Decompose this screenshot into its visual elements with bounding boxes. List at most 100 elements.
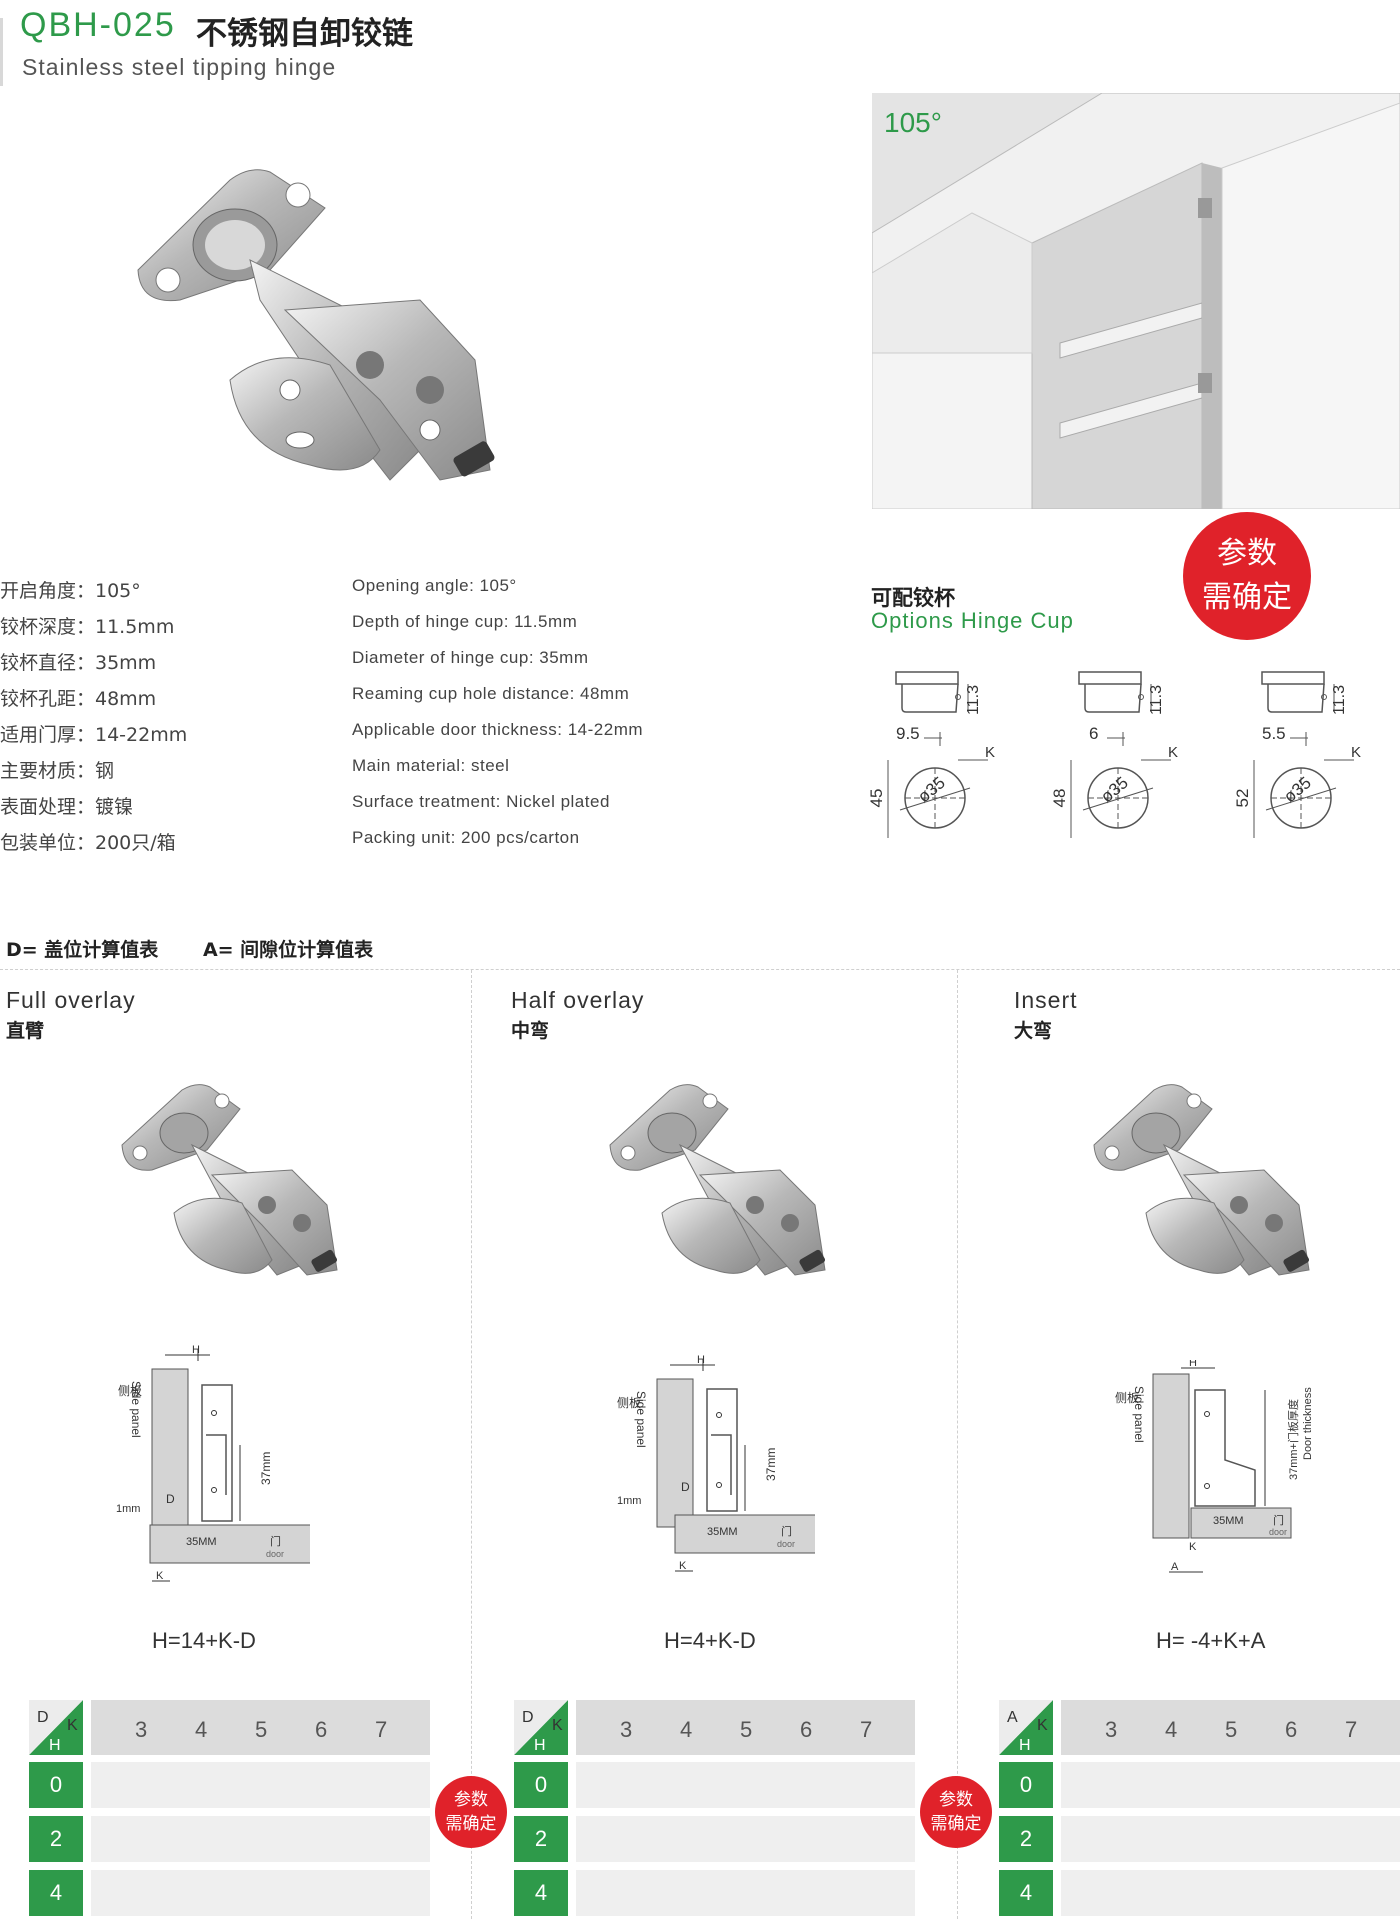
diagram-gap-label: 1mm xyxy=(116,1503,140,1515)
spec-cn-item: 适用门厚：14-22mm xyxy=(0,724,188,746)
diagram-side-cn: 侧板 xyxy=(1115,1391,1139,1405)
cup-options-title-cn: 可配铰杯 xyxy=(871,586,955,610)
h-value: 4 xyxy=(514,1870,568,1916)
h-value: 0 xyxy=(514,1762,568,1808)
formula-half-overlay: H=4+K-D xyxy=(664,1628,756,1653)
hinge-cup-option-2: 11.3 6 K ø35 48 xyxy=(1050,671,1178,838)
cup-distance-label: 48 xyxy=(1050,789,1069,808)
corner-a-label: A xyxy=(1007,1709,1018,1726)
insert-install-diagram: H Side panel 侧板 37mm+门板厚度 Door thickness… xyxy=(1115,1360,1314,1573)
diagram-gap-label: 1mm xyxy=(617,1495,641,1507)
cup-offset-label: 6 xyxy=(1089,724,1098,743)
cup-offset-label: 9.5 xyxy=(896,724,920,743)
k-value: 7 xyxy=(860,1717,873,1742)
diagram-dim-label: 37mm xyxy=(764,1448,778,1481)
table-row xyxy=(576,1762,915,1808)
column-title-cn: 大弯 xyxy=(1014,1020,1053,1042)
cup-depth-label: 11.3 xyxy=(1148,685,1165,715)
diagram-k-label: K xyxy=(1189,1541,1197,1553)
table-row xyxy=(576,1870,915,1916)
spec-en-item: Packing unit: 200 pcs/carton xyxy=(352,828,580,847)
h-value: 0 xyxy=(999,1762,1053,1808)
cup-offset-label: 5.5 xyxy=(1262,724,1286,743)
cup-depth-label: 11.3 xyxy=(1331,685,1348,715)
k-value: 7 xyxy=(375,1717,388,1742)
k-value: 3 xyxy=(1105,1717,1118,1742)
k-value: 3 xyxy=(620,1717,633,1742)
spec-en-item: Main material: steel xyxy=(352,756,510,775)
diagram-door-en: door xyxy=(266,1549,284,1559)
k-value: 5 xyxy=(1225,1717,1238,1742)
diagram-cup-label: 35MM xyxy=(186,1536,217,1548)
h-value: 0 xyxy=(29,1762,83,1808)
table-corner: A K H xyxy=(999,1700,1053,1755)
half-overlay-hinge-photo xyxy=(609,1084,826,1276)
specs-cn: 开启角度：105° 铰杯深度：11.5mm 铰杯直径：35mm 铰杯孔距：48m… xyxy=(0,576,187,864)
spec-en-item: Diameter of hinge cup: 35mm xyxy=(352,648,589,667)
cup-diameter-label: ø35 xyxy=(1280,773,1315,806)
table-row xyxy=(91,1762,430,1808)
table-row xyxy=(576,1816,915,1862)
spec-cn-item: 铰杯直径：35mm xyxy=(0,652,157,674)
cup-distance-label: 52 xyxy=(1233,789,1252,808)
table-header xyxy=(91,1700,430,1755)
table-corner: D K H xyxy=(29,1700,83,1755)
h-value: 2 xyxy=(999,1816,1053,1862)
diagram-a-label: A xyxy=(1171,1561,1179,1573)
column-title-en: Full overlay xyxy=(6,987,136,1013)
k-value: 3 xyxy=(135,1717,148,1742)
corner-k-label: K xyxy=(67,1717,78,1734)
section-divider xyxy=(0,969,1400,970)
h-value: 4 xyxy=(29,1870,83,1916)
spec-en-item: Opening angle: 105° xyxy=(352,576,517,595)
params-tbd-badge-small: 参数 需确定 xyxy=(435,1776,507,1848)
corner-k-label: K xyxy=(1037,1717,1048,1734)
badge-line: 参数 xyxy=(939,1790,973,1810)
calc-legend-a: A= 间隙位计算值表 xyxy=(202,939,374,961)
diagram-h-label: H xyxy=(1189,1360,1197,1369)
badge-line: 需确定 xyxy=(930,1814,982,1834)
k-value: 5 xyxy=(740,1717,753,1742)
column-title-en: Insert xyxy=(1014,987,1078,1013)
formula-full-overlay: H=14+K-D xyxy=(152,1628,256,1653)
corner-h-label: H xyxy=(534,1737,546,1754)
cup-options-title-en: Options Hinge Cup xyxy=(871,608,1074,633)
badge-line: 参数 xyxy=(454,1790,488,1810)
hinge-cup-option-1: 11.3 9.5 K ø35 45 xyxy=(867,671,995,838)
table-row xyxy=(91,1816,430,1862)
h-value: 4 xyxy=(999,1870,1053,1916)
table-header xyxy=(1061,1700,1400,1755)
cup-depth-label: 11.3 xyxy=(965,685,982,715)
calc-legend: D= 盖位计算值表 A= 间隙位计算值表 xyxy=(6,935,411,962)
spec-cn-item: 铰杯孔距：48mm xyxy=(0,688,157,710)
header-accent-bar xyxy=(0,18,3,86)
product-title-cn: 不锈钢自卸铰链 xyxy=(196,16,413,52)
product-subtitle-en: Stainless steel tipping hinge xyxy=(22,54,337,80)
table-header xyxy=(576,1700,915,1755)
spec-cn-item: 开启角度：105° xyxy=(0,580,141,602)
h-value: 2 xyxy=(29,1816,83,1862)
diagram-h-label: H xyxy=(192,1345,200,1356)
half-overlay-install-diagram: H Side panel 侧板 37mm D 1mm 35MM 门 door K xyxy=(617,1355,815,1572)
column-divider xyxy=(471,970,472,1919)
diagram-k-label: K xyxy=(679,1560,687,1572)
params-tbd-badge-small: 参数 需确定 xyxy=(920,1776,992,1848)
diagram-side-en: Side panel xyxy=(634,1391,648,1448)
diagram-side-en: Side panel xyxy=(129,1381,143,1438)
cup-diameter-label: ø35 xyxy=(914,773,949,806)
diagram-door-en: door xyxy=(777,1539,795,1549)
diagram-door-en: door xyxy=(1269,1527,1287,1537)
formula-insert: H= -4+K+A xyxy=(1156,1628,1266,1653)
full-overlay-install-diagram: H Side panel 侧板 37mm D 1mm 35MM 门 door K xyxy=(116,1345,310,1582)
cup-k-label: K xyxy=(985,744,995,761)
full-overlay-hinge-photo xyxy=(121,1084,338,1276)
diagram-dim-label: 37mm+门板厚度 xyxy=(1286,1399,1300,1480)
diagram-cup-label: 35MM xyxy=(1213,1515,1244,1527)
k-value: 4 xyxy=(1165,1717,1178,1742)
spec-cn-item: 表面处理：镀镍 xyxy=(0,796,134,818)
diagram-h-label: H xyxy=(697,1355,705,1366)
hinge-cup-option-3: 11.3 5.5 K ø35 52 xyxy=(1233,671,1361,838)
params-tbd-badge: 参数 需确定 xyxy=(1183,512,1311,640)
column-title-cn: 直臂 xyxy=(6,1020,45,1042)
corner-k-label: K xyxy=(552,1717,563,1734)
